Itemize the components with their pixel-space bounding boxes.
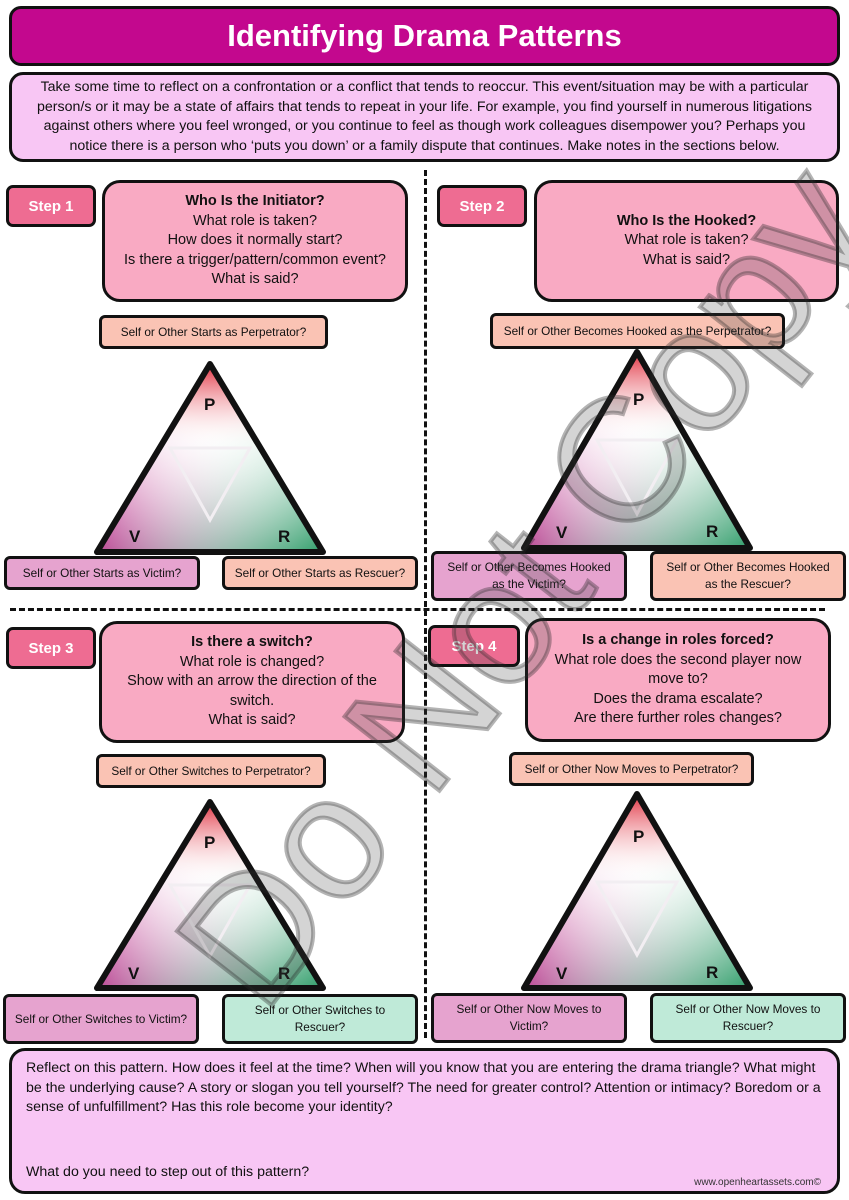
- step-2-rescuer-label: Self or Other Becomes Hooked as the Resc…: [666, 560, 830, 591]
- step-3-r-letter: R: [278, 964, 290, 983]
- step-4-p-letter: P: [633, 827, 644, 846]
- step-4-question-line: Are there further roles changes?: [574, 710, 782, 727]
- step-4-drama-triangle: P V R: [521, 791, 753, 991]
- website-credit: www.openheartassets.com©: [694, 1177, 821, 1188]
- step-3-victim-box[interactable]: Self or Other Switches to Victim?: [3, 994, 199, 1044]
- reflection-text: Reflect on this pattern. How does it fee…: [26, 1060, 821, 1115]
- step-4-label: Step 4: [428, 625, 520, 667]
- step-2-label: Step 2: [437, 185, 527, 227]
- step-1-v-letter: V: [129, 527, 141, 546]
- step-2-perpetrator-label: Self or Other Becomes Hooked as the Perp…: [503, 323, 772, 338]
- step-3-p-letter: P: [204, 833, 215, 852]
- step-4-rescuer-label: Self or Other Now Moves to Rescuer?: [675, 1002, 821, 1033]
- step-2-v-letter: V: [556, 523, 568, 542]
- step-2-r-letter: R: [706, 522, 718, 541]
- step-3-question-line: What is said?: [208, 712, 296, 729]
- page-title: Identifying Drama Patterns: [227, 18, 622, 53]
- step-2-question-box[interactable]: Who Is the Hooked? What role is taken? W…: [534, 180, 839, 302]
- step-1-victim-box[interactable]: Self or Other Starts as Victim?: [4, 556, 200, 590]
- step-1-p-letter: P: [204, 395, 215, 414]
- step-3-label: Step 3: [6, 627, 96, 669]
- step-3-question-box[interactable]: Is there a switch? What role is changed?…: [99, 621, 405, 743]
- title-banner: Identifying Drama Patterns: [9, 6, 840, 66]
- step-4-question-title: Is a change in roles forced?: [582, 632, 774, 649]
- step-3-perpetrator-label: Self or Other Switches to Perpetrator?: [111, 763, 311, 778]
- step-1-perpetrator-box[interactable]: Self or Other Starts as Perpetrator?: [99, 315, 328, 349]
- step-1-perpetrator-label: Self or Other Starts as Perpetrator?: [120, 324, 307, 339]
- step-3-drama-triangle: P V R: [94, 799, 326, 991]
- step-4-victim-label: Self or Other Now Moves to Victim?: [456, 1002, 602, 1033]
- step-1-rescuer-label: Self or Other Starts as Rescuer?: [234, 565, 406, 580]
- step-4-v-letter: V: [556, 964, 568, 983]
- step-4-r-letter: R: [706, 963, 718, 982]
- step-3-rescuer-box[interactable]: Self or Other Switches to Rescuer?: [222, 994, 418, 1044]
- step-1-question-line: What role is taken?: [192, 212, 318, 229]
- step-2-rescuer-box[interactable]: Self or Other Becomes Hooked as the Resc…: [650, 551, 846, 601]
- step-2-question-line: What role is taken?: [624, 232, 749, 249]
- step-2-question-line: What is said?: [642, 251, 731, 268]
- step-3-question-line: Show with an arrow the direction of the …: [127, 673, 377, 709]
- vertical-divider: [424, 170, 427, 1038]
- step-1-label: Step 1: [6, 185, 96, 227]
- step-1-question-title: Who Is the Initiator?: [185, 193, 325, 210]
- step-1-victim-label: Self or Other Starts as Victim?: [22, 565, 182, 580]
- step-2-p-letter: P: [633, 390, 644, 409]
- step-3-rescuer-label: Self or Other Switches to Rescuer?: [254, 1003, 386, 1034]
- step-4-rescuer-box[interactable]: Self or Other Now Moves to Rescuer?: [650, 993, 846, 1043]
- step-2-question-title: Who Is the Hooked?: [616, 212, 757, 229]
- step-1-question-box[interactable]: Who Is the Initiator? What role is taken…: [102, 180, 408, 302]
- step-3-perpetrator-box[interactable]: Self or Other Switches to Perpetrator?: [96, 754, 326, 788]
- step-4-question-line: Does the drama escalate?: [593, 690, 763, 707]
- step-3-victim-label: Self or Other Switches to Victim?: [14, 1011, 188, 1026]
- intro-box: Take some time to reflect on a confronta…: [9, 72, 840, 162]
- step-4-victim-box[interactable]: Self or Other Now Moves to Victim?: [431, 993, 627, 1043]
- step-1-question-line: What is said?: [211, 271, 299, 288]
- horizontal-divider: [10, 608, 825, 611]
- step-1-r-letter: R: [278, 527, 290, 546]
- step-1-rescuer-box[interactable]: Self or Other Starts as Rescuer?: [222, 556, 418, 590]
- step-3-question-line: What role is changed?: [179, 653, 325, 670]
- step-2-perpetrator-box[interactable]: Self or Other Becomes Hooked as the Perp…: [490, 313, 785, 349]
- step-2-victim-label: Self or Other Becomes Hooked as the Vict…: [447, 560, 611, 591]
- step-2-drama-triangle: P V R: [521, 349, 753, 551]
- step-4-perpetrator-label: Self or Other Now Moves to Perpetrator?: [524, 761, 739, 776]
- step-1-drama-triangle: P V R: [94, 361, 326, 555]
- step-4-question-line: What role does the second player now mov…: [554, 651, 802, 688]
- step-3-v-letter: V: [128, 964, 140, 983]
- step-3-question-title: Is there a switch?: [191, 634, 313, 651]
- intro-text: Take some time to reflect on a confronta…: [37, 79, 812, 154]
- reflection-question: What do you need to step out of this pat…: [26, 1164, 310, 1180]
- step-1-question-line: Is there a trigger/pattern/common event?: [124, 251, 386, 268]
- step-4-question-box[interactable]: Is a change in roles forced? What role d…: [525, 618, 831, 742]
- step-2-victim-box[interactable]: Self or Other Becomes Hooked as the Vict…: [431, 551, 627, 601]
- step-1-question-line: How does it normally start?: [167, 232, 343, 249]
- step-4-perpetrator-box[interactable]: Self or Other Now Moves to Perpetrator?: [509, 752, 754, 786]
- reflection-box[interactable]: Reflect on this pattern. How does it fee…: [9, 1048, 840, 1194]
